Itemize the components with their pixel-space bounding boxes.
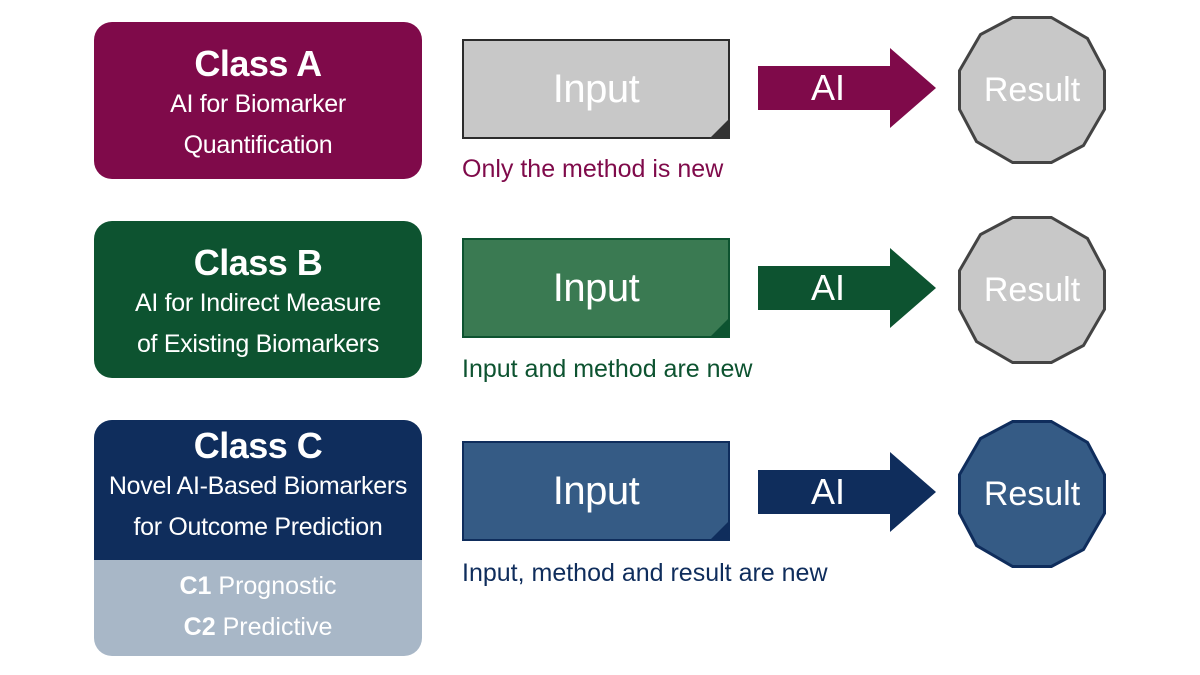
class-c-result: Result: [956, 418, 1108, 570]
subclass-c1-label: Prognostic: [218, 572, 337, 600]
class-a-desc-line-2: Quantification: [183, 131, 333, 159]
class-a-title: Class A: [194, 43, 322, 84]
class-c-box: Class C Novel AI-Based Biomarkers for Ou…: [94, 420, 422, 656]
arrow-right-icon: [758, 452, 936, 532]
class-b-desc-line-2: of Existing Biomarkers: [136, 330, 380, 358]
class-b-result-label: Result: [983, 271, 1081, 309]
class-c-note: Input, method and result are new: [462, 559, 828, 587]
subclass-c2: C2 Predictive: [94, 607, 422, 648]
class-a-arrow-label: AI: [810, 67, 845, 108]
class-b-note: Input and method are new: [462, 355, 753, 383]
class-c-subclasses: C1 Prognostic C2 Predictive: [94, 560, 422, 648]
class-c-arrow-label: AI: [810, 471, 845, 512]
dodecagon-shape: [958, 16, 1106, 164]
page-fold-icon: [709, 317, 730, 338]
class-a-input-label: Input: [552, 67, 640, 111]
class-a-desc-line-1: AI for Biomarker: [170, 90, 346, 118]
class-c-input-label: Input: [552, 469, 640, 513]
class-c-ai-arrow: AI: [758, 452, 936, 532]
class-c-input-box: Input: [462, 441, 730, 541]
dodecagon-shape: [958, 216, 1106, 364]
class-a-ai-arrow: AI: [758, 48, 936, 128]
subclass-c1-code: C1: [179, 572, 212, 600]
class-a-input-box: Input: [462, 39, 730, 139]
arrow-right-icon: [758, 48, 936, 128]
class-b-input-box: Input: [462, 238, 730, 338]
page-fold-icon: [709, 118, 730, 139]
class-a-note: Only the method is new: [462, 155, 724, 183]
subclass-c1: C1 Prognostic: [94, 566, 422, 607]
class-c-title: Class C: [193, 425, 323, 466]
class-b-ai-arrow: AI: [758, 248, 936, 328]
class-c-desc-line-1: Novel AI-Based Biomarkers: [108, 472, 408, 500]
class-a-result-label: Result: [983, 71, 1081, 109]
class-b-title: Class B: [193, 242, 323, 283]
class-b-arrow-label: AI: [810, 267, 845, 308]
dodecagon-shape: [958, 420, 1106, 568]
arrow-right-icon: [758, 248, 936, 328]
class-b-result: Result: [956, 214, 1108, 366]
class-c-desc-line-2: for Outcome Prediction: [133, 513, 383, 541]
class-b-input-label: Input: [552, 266, 640, 310]
page-fold-icon: [709, 520, 730, 541]
subclass-c2-label: Predictive: [222, 613, 333, 641]
class-b-box: Class B AI for Indirect Measure of Exist…: [94, 221, 422, 378]
class-a-box: Class A AI for Biomarker Quantification: [94, 22, 422, 179]
class-a-result: Result: [956, 14, 1108, 166]
subclass-c2-code: C2: [183, 613, 216, 641]
class-c-result-label: Result: [983, 475, 1081, 513]
class-c-header: Class C Novel AI-Based Biomarkers for Ou…: [94, 420, 422, 560]
class-b-desc-line-1: AI for Indirect Measure: [135, 289, 381, 317]
